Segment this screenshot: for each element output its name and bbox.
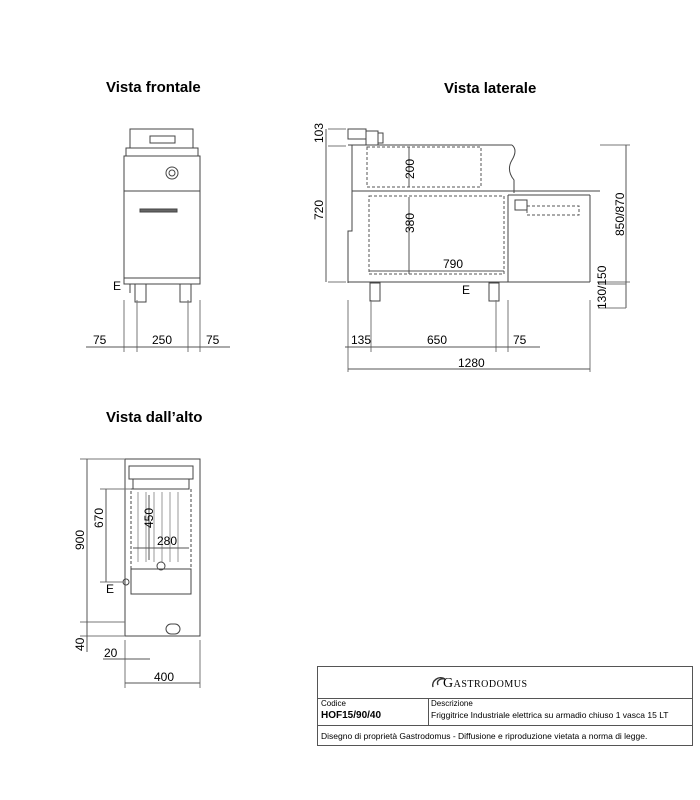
side-view-drawing: [325, 128, 630, 372]
code-value: HOF15/90/40: [321, 710, 382, 721]
top-drain-circle: [156, 561, 166, 571]
side-dim-foot-range: 130/150: [595, 265, 609, 309]
code-cell: Codice HOF15/90/40: [318, 698, 429, 725]
side-dim-lower-height: 720: [312, 200, 326, 220]
side-view-title: Vista laterale: [444, 80, 537, 97]
top-dim-basket-depth: 670: [92, 508, 106, 528]
side-dim-cabinet-height: 380: [403, 213, 417, 233]
description-label: Descrizione: [431, 699, 473, 708]
top-electric-label: E: [106, 582, 114, 596]
top-dim-basket-width: 280: [157, 534, 177, 548]
side-dim-total-height: 850/870: [613, 192, 627, 236]
side-dim-total-depth: 1280: [458, 356, 485, 370]
front-dim-width: 250: [152, 333, 172, 347]
side-electric-label: E: [462, 283, 470, 297]
top-view-title: Vista dall’alto: [106, 409, 203, 426]
side-tank-dashed: [368, 195, 505, 275]
front-foot-left: [134, 283, 147, 303]
top-dim-width: 400: [154, 670, 174, 684]
top-dim-basket-length: 450: [142, 508, 156, 528]
top-dim-side-offset: 20: [104, 646, 118, 660]
front-knob: [165, 166, 179, 180]
title-block: Gastrodomus Codice HOF15/90/40 Descrizio…: [317, 666, 693, 746]
brand-swirl-icon: [432, 677, 446, 688]
front-foot-right: [179, 283, 192, 303]
side-basket-dashed: [366, 146, 482, 188]
brand-logo: Gastrodomus: [443, 676, 528, 691]
top-dim-depth: 900: [73, 530, 87, 550]
side-dim-rear-offset: 135: [351, 333, 371, 347]
side-dim-foot-span: 650: [427, 333, 447, 347]
title-block-info-row: Codice HOF15/90/40 Descrizione Friggitri…: [318, 698, 692, 726]
top-view-drawing: [80, 458, 201, 688]
code-label: Codice: [321, 699, 346, 708]
front-control-panel: [123, 155, 201, 192]
side-dim-inner-width: 790: [443, 257, 463, 271]
description-value: Friggitrice Industriale elettrica su arm…: [431, 710, 669, 720]
front-dim-right: 75: [206, 333, 220, 347]
front-top-handle: [129, 128, 194, 149]
side-foot-front: [488, 282, 500, 302]
front-cabinet-door: [123, 190, 201, 279]
side-dim-front-offset: 75: [513, 333, 527, 347]
front-view-title: Vista frontale: [106, 79, 201, 96]
side-dim-basket-depth: 200: [403, 159, 417, 179]
front-view-drawing: [86, 128, 230, 352]
front-dim-left: 75: [93, 333, 107, 347]
title-block-logo-row: Gastrodomus: [318, 667, 692, 699]
top-dim-front-offset: 40: [73, 637, 87, 651]
front-electric-label: E: [113, 279, 121, 293]
side-foot-rear: [369, 282, 381, 302]
ownership-notice: Disegno di proprietà Gastrodomus - Diffu…: [321, 731, 648, 741]
side-dim-top-offset: 103: [312, 123, 326, 143]
front-door-handle: [139, 208, 178, 213]
top-basket-dashed: [130, 488, 192, 570]
